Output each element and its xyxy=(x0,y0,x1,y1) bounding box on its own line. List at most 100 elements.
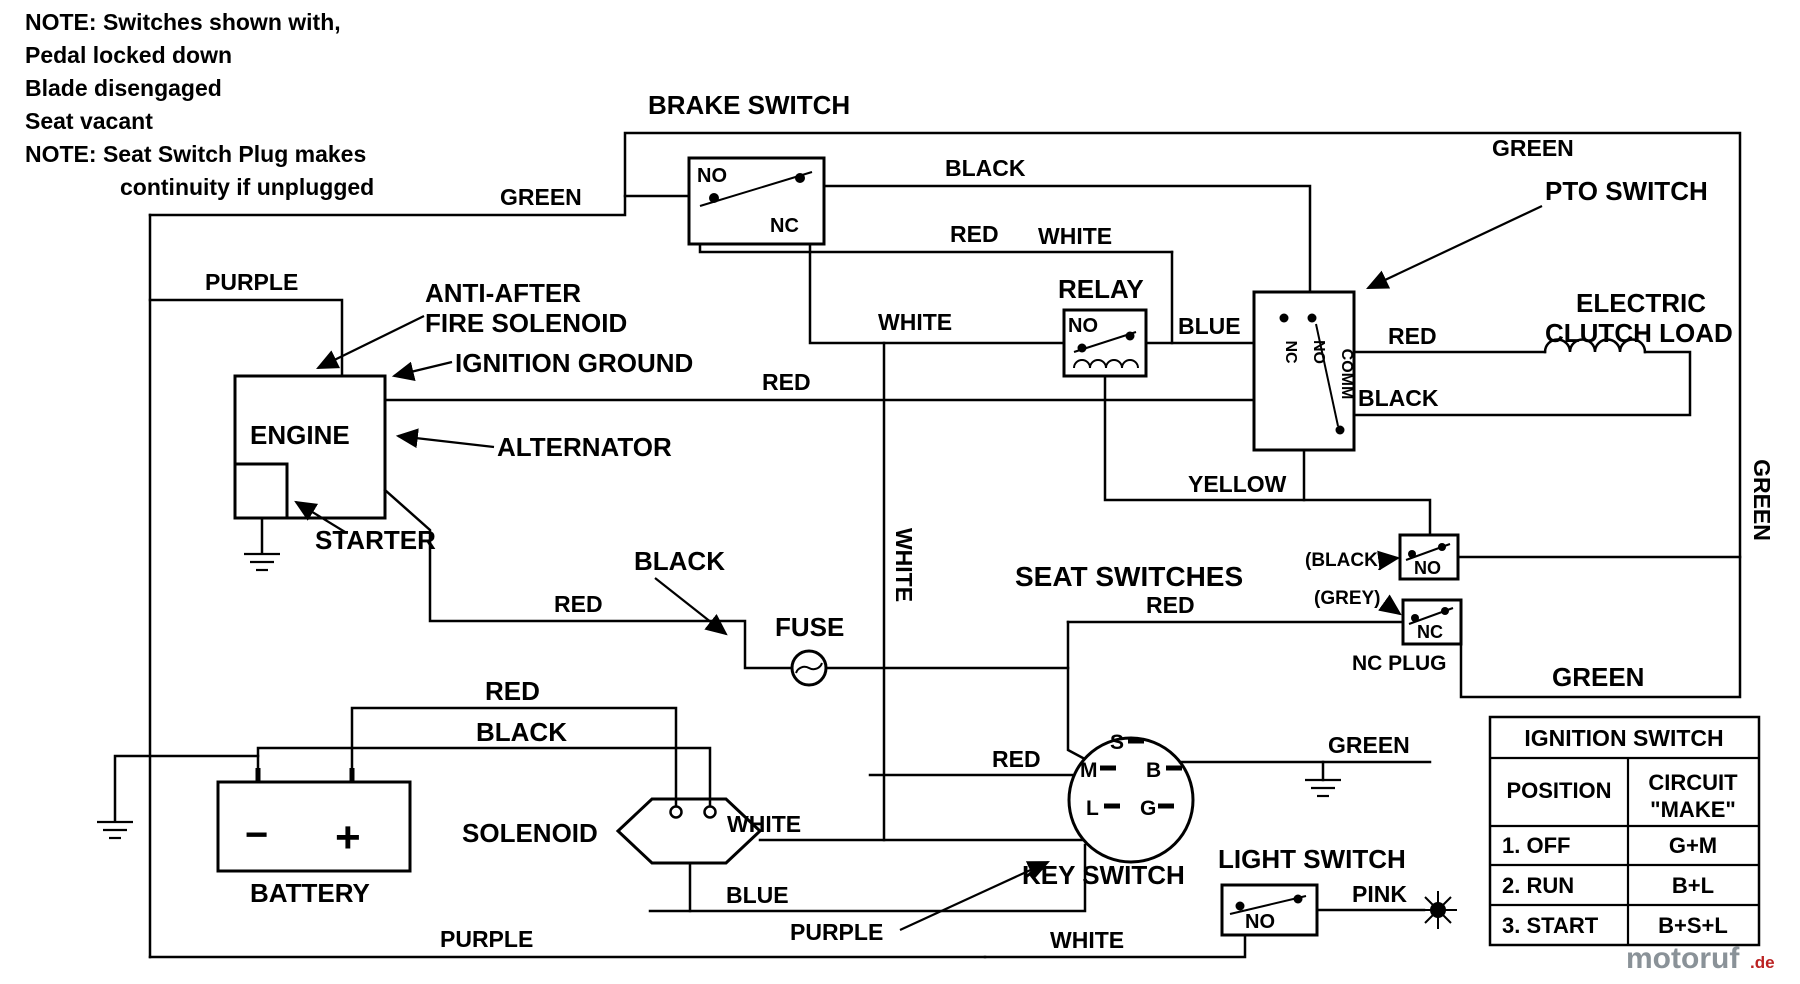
battery-label: BATTERY xyxy=(250,878,370,908)
solenoid: SOLENOID xyxy=(462,797,763,865)
red-fuse-label: RED xyxy=(554,591,603,617)
wire-yellow xyxy=(1103,374,1432,537)
relay: RELAY NO xyxy=(1058,274,1148,378)
table-title: IGNITION SWITCH xyxy=(1524,725,1723,751)
relay-coil xyxy=(1073,359,1139,369)
wire-white-relay-in xyxy=(808,242,1066,345)
seat-switches: SEAT SWITCHES (BLACK) NO (GREY) NC NC PL… xyxy=(1015,533,1463,675)
red-seat-label: RED xyxy=(1146,592,1195,618)
wire-black-clutch xyxy=(1352,350,1692,417)
ignition-ground-label: IGNITION GROUND xyxy=(455,348,693,378)
battery: − + BATTERY xyxy=(216,768,412,908)
wire-red-top xyxy=(698,242,1174,254)
pto-nc-label: NC xyxy=(1282,340,1299,364)
battery-plus-symbol: + xyxy=(335,813,361,862)
seat-no-lever xyxy=(1405,543,1451,561)
seat-no-box xyxy=(1398,533,1460,581)
purple-key-label: PURPLE xyxy=(790,919,883,945)
seat-nc-lever xyxy=(1408,607,1454,625)
black-clutch-label: BLACK xyxy=(1358,385,1439,411)
seat-nc-label: NC xyxy=(1417,622,1443,642)
pink-label: PINK xyxy=(1352,881,1407,907)
pto-switch: PTO SWITCH NC NO COMM xyxy=(1252,176,1708,452)
table-border xyxy=(1488,715,1761,947)
brake-switch-label: BRAKE SWITCH xyxy=(648,90,850,120)
note-line-5: NOTE: Seat Switch Plug makes xyxy=(25,141,366,167)
pto-no-label: NO xyxy=(1310,340,1327,364)
wire-labels: GREEN BLACK RED WHITE GREEN WHITE BLUE R… xyxy=(205,135,1775,953)
battery-ground xyxy=(97,820,133,840)
solenoid-label: SOLENOID xyxy=(462,818,598,848)
ignition-switch-table: IGNITION SWITCH POSITION CIRCUIT "MAKE" … xyxy=(1488,715,1761,947)
pto-switch-label: PTO SWITCH xyxy=(1545,176,1708,206)
green-key-label: GREEN xyxy=(1328,732,1410,758)
key-area-ground xyxy=(1305,778,1341,798)
engine-box xyxy=(233,374,387,520)
brake-switch-box xyxy=(687,156,826,246)
red-clutch-label: RED xyxy=(1388,323,1437,349)
electric-label: ELECTRIC xyxy=(1576,288,1706,318)
key-switch-label: KEY SWITCH xyxy=(1022,860,1185,890)
light-no-label: NO xyxy=(1245,911,1275,933)
watermark-tld: .de xyxy=(1750,953,1775,972)
table-row-circuit: G+M xyxy=(1669,833,1717,858)
green-bottom-right-label: GREEN xyxy=(1552,662,1644,692)
note-line-4: Seat vacant xyxy=(25,108,153,134)
pto-comm-label: COMM xyxy=(1338,349,1355,400)
white-bottom-label: WHITE xyxy=(1050,927,1124,953)
ignition-ground-arrow xyxy=(391,360,453,381)
light-switch-lever xyxy=(1229,895,1307,915)
note-line-2: Pedal locked down xyxy=(25,42,232,68)
wire-purple-engine xyxy=(148,298,344,378)
starter-label: STARTER xyxy=(315,525,436,555)
relay-lever xyxy=(1073,331,1137,353)
white-relay-left-label: WHITE xyxy=(878,309,952,335)
pto-contact-dot xyxy=(1307,313,1317,323)
key-terminal-b: B xyxy=(1146,759,1161,782)
wire-black-top xyxy=(822,184,1312,294)
alternator-label: ALTERNATOR xyxy=(497,432,672,462)
fuse-label: FUSE xyxy=(775,612,844,642)
white-relay-top-label: WHITE xyxy=(1038,223,1112,249)
key-terminal-l: L xyxy=(1086,797,1099,820)
brake-switch: BRAKE SWITCH NO NC xyxy=(648,90,850,246)
white-solenoid-label: WHITE xyxy=(727,811,801,837)
red-top-label: RED xyxy=(950,221,999,247)
key-switch-body xyxy=(1067,736,1195,864)
seat-grey-arrow xyxy=(1378,594,1402,616)
table-row-circuit: B+S+L xyxy=(1658,913,1728,938)
table-row-position: 2. RUN xyxy=(1502,873,1574,898)
purple-key-arrow xyxy=(899,861,1050,931)
seat-black-arrow xyxy=(1377,550,1401,571)
lamp-rays xyxy=(1419,891,1457,929)
callout-arrows xyxy=(294,205,1543,931)
notes-block: NOTE: Switches shown with, Pedal locked … xyxy=(25,9,374,200)
wire-white-bottom xyxy=(983,933,1247,959)
yellow-label: YELLOW xyxy=(1188,471,1287,497)
blue-solenoid-label: BLUE xyxy=(726,882,789,908)
brake-no-label: NO xyxy=(697,165,727,187)
solenoid-post xyxy=(669,805,683,819)
wire-red-fuse-in xyxy=(383,488,794,670)
watermark-name: motoruf xyxy=(1626,942,1740,975)
wire-battery-ground xyxy=(113,754,260,822)
green-right-edge-label: GREEN xyxy=(1749,459,1775,541)
relay-box xyxy=(1062,308,1148,378)
wire-red-battery xyxy=(350,706,678,808)
wire-black-battery xyxy=(256,746,712,808)
wire-green-main xyxy=(148,131,1742,699)
red-engine-label: RED xyxy=(762,369,811,395)
starter-box xyxy=(233,462,289,520)
clutch-load-label: CLUTCH LOAD xyxy=(1545,318,1733,348)
battery-minus-symbol: − xyxy=(245,813,268,857)
pto-contact-dot xyxy=(1279,313,1289,323)
seat-grey-tag: (GREY) xyxy=(1314,588,1381,609)
purple-bottom-label: PURPLE xyxy=(440,926,533,952)
pto-lever xyxy=(1315,323,1339,427)
light-contact-dot xyxy=(1235,901,1245,911)
relay-no-label: NO xyxy=(1068,315,1098,337)
brake-switch-lever xyxy=(699,171,813,207)
table-row-circuit: B+L xyxy=(1672,873,1714,898)
seat-contact-dot xyxy=(1411,614,1419,622)
